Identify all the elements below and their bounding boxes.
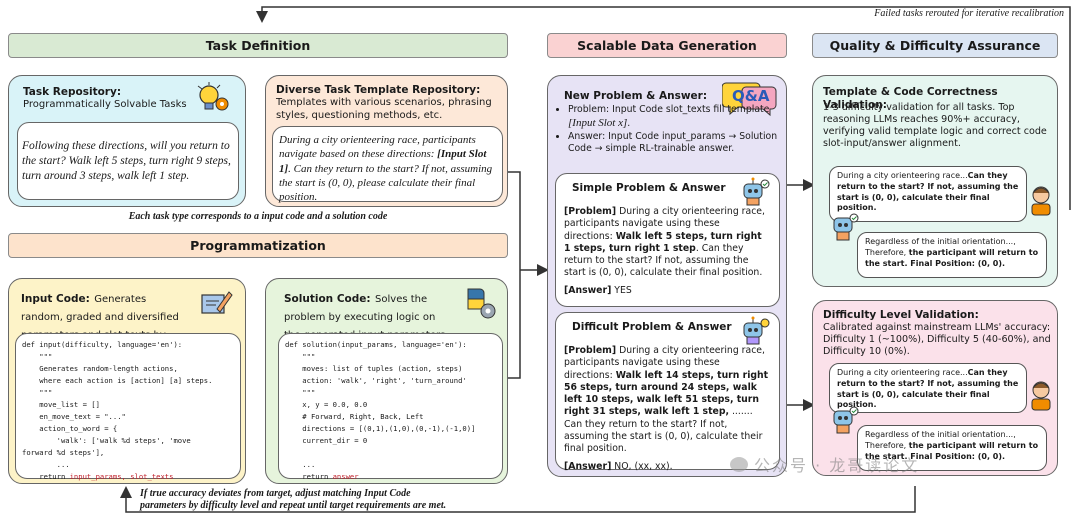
python-gear-icon xyxy=(462,285,498,321)
difficult-answer: [Answer] NO, (xx, xx). xyxy=(564,460,673,472)
lightbulb-gear-icon xyxy=(195,82,231,116)
pencil-board-icon xyxy=(199,287,233,319)
template-repo-title: Diverse Task Template Repository: xyxy=(276,84,481,96)
bottom-caption-2: parameters by difficulty level and repea… xyxy=(140,500,447,511)
solution-code-block: def solution(input_params, language='en'… xyxy=(285,340,476,481)
input-code-title: Input Code: xyxy=(21,293,90,305)
difficult-problem-title: Difficult Problem & Answer xyxy=(572,321,732,333)
simple-problem-card: Simple Problem & Answer [Problem] During… xyxy=(555,173,780,307)
task-repo-subtitle: Programmatically Solvable Tasks xyxy=(23,99,187,110)
feedback-top-label: Failed tasks rerouted for iterative reca… xyxy=(874,8,1064,19)
input-slot-1: [Input Slot 1] xyxy=(279,148,487,175)
robot-icon xyxy=(738,176,770,208)
feedback-top-arrow xyxy=(256,6,1071,210)
solution-code-return: answer xyxy=(332,472,359,481)
wechat-icon xyxy=(730,456,748,472)
input-code-card: def input(difficulty, language='en'): ""… xyxy=(15,333,241,481)
scalable-generation-panel: New Problem & Answer: Q&A Problem: Input… xyxy=(547,75,787,477)
task-repo-example-card: Following these directions, will you ret… xyxy=(17,122,239,200)
difficulty-val-desc: Calibrated against mainstream LLMs' accu… xyxy=(823,322,1051,357)
input-code-return: input_params, slot_texts xyxy=(69,472,174,481)
bracket-to-generation xyxy=(508,171,546,379)
task-caption: Each task type corresponds to a input co… xyxy=(128,211,388,222)
new-problem-bullet-problem: Problem: Input Code slot_texts fill temp… xyxy=(568,104,778,131)
solution-code-card: def solution(input_params, language='en'… xyxy=(278,333,503,481)
header-programmatization: Programmatization xyxy=(8,233,508,258)
robot-check-icon-2 xyxy=(829,405,859,437)
header-task-definition: Task Definition xyxy=(8,33,508,58)
header-scalable-data-generation: Scalable Data Generation xyxy=(547,33,787,58)
student-avatar-icon-2 xyxy=(1027,379,1055,411)
qa-badge-icon: Q&A xyxy=(721,79,778,117)
new-problem-title: New Problem & Answer: xyxy=(564,90,708,102)
input-code-panel: Input Code: Generates random, graded and… xyxy=(8,278,246,484)
feedback-bottom-arrow xyxy=(120,486,916,513)
bottom-caption-1: If true accuracy deviates from target, a… xyxy=(140,488,411,499)
difficulty-validation-panel: Difficulty Level Validation: Calibrated … xyxy=(812,300,1058,476)
template-repo-example: During a city orienteering race, partici… xyxy=(279,134,493,204)
watermark: 公众号 · 龙哥读论文 xyxy=(730,452,919,476)
template-val-title: Template & Code Correctness Validation: xyxy=(823,86,998,112)
new-problem-bullets: Problem: Input Code slot_texts fill temp… xyxy=(568,104,778,155)
answer-bubble-2: Regardless of the initial orientation...… xyxy=(857,425,1047,471)
template-validation-panel: Template & Code Correctness Validation: … xyxy=(812,75,1058,287)
solution-code-title: Solution Code: xyxy=(284,293,371,305)
difficulty-val-title: Difficulty Level Validation: xyxy=(823,309,979,321)
question-bubble-1: During a city orienteering race...Can th… xyxy=(829,166,1027,222)
input-code-block: def input(difficulty, language='en'): ""… xyxy=(22,340,213,481)
robot-check-icon xyxy=(829,212,859,244)
difficult-problem-card: Difficult Problem & Answer [Problem] Dur… xyxy=(555,312,780,472)
qa-badge-text: Q&A xyxy=(732,87,770,105)
template-val-desc: 1-3 difficulty validation for all tasks.… xyxy=(823,102,1047,149)
header-quality-difficulty: Quality & Difficulty Assurance xyxy=(812,33,1058,58)
new-problem-bullet-answer: Answer: Input Code input_params → Soluti… xyxy=(568,131,778,156)
simple-answer: [Answer] YES xyxy=(564,284,632,296)
question-bubble-2: During a city orienteering race...Can th… xyxy=(829,363,1027,413)
simple-problem-title: Simple Problem & Answer xyxy=(572,182,726,194)
simple-problem-text: [Problem] During a city orienteering rac… xyxy=(564,206,765,279)
robot-question-icon xyxy=(738,315,770,347)
answer-bubble-1: Regardless of the initial orientation...… xyxy=(857,232,1047,278)
task-repository-panel: Task Repository: Programmatically Solvab… xyxy=(8,75,246,207)
difficult-problem-text: [Problem] During a city orienteering rac… xyxy=(564,345,769,455)
task-repo-title: Task Repository: xyxy=(23,86,122,98)
student-avatar-icon xyxy=(1027,184,1055,216)
template-repo-subtitle: Templates with various scenarios, phrasi… xyxy=(276,97,492,121)
template-repo-example-card: During a city orienteering race, partici… xyxy=(272,126,503,204)
task-repo-example-text: Following these directions, will you ret… xyxy=(22,140,231,182)
solution-code-panel: Solution Code: Solves the problem by exe… xyxy=(265,278,508,484)
template-repository-panel: Diverse Task Template Repository: Templa… xyxy=(265,75,508,207)
